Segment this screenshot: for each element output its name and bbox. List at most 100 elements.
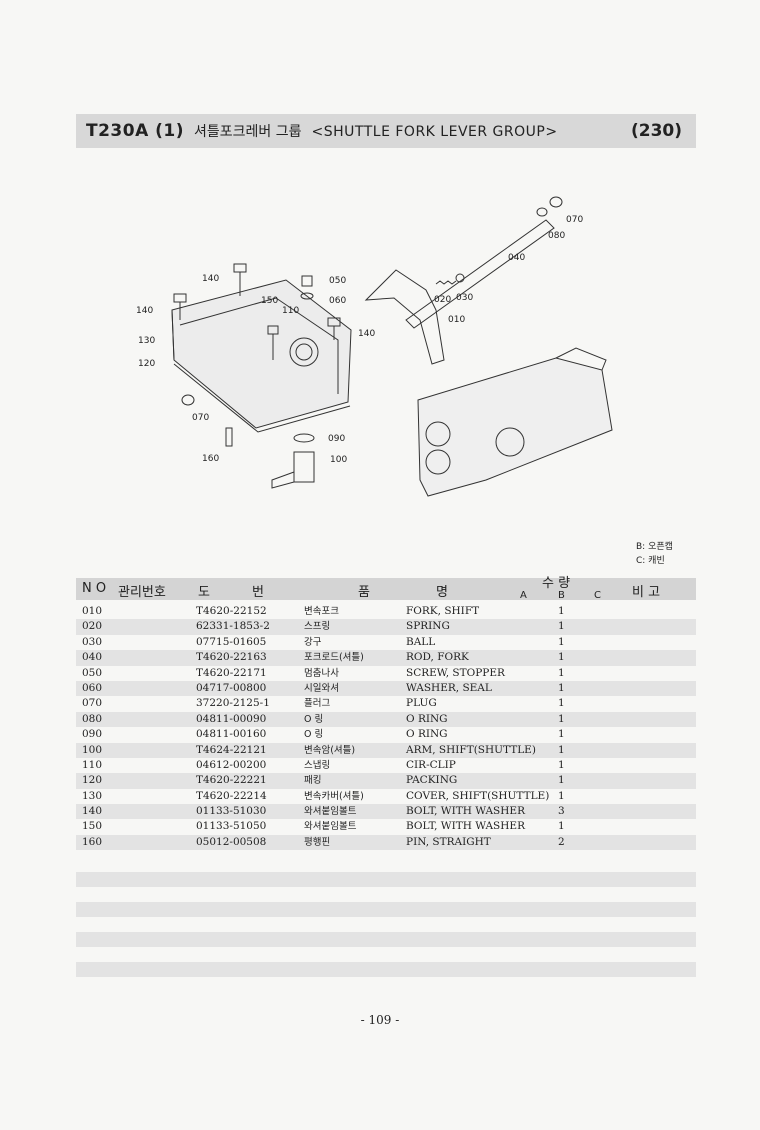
shift-fork-drawing: [364, 269, 445, 365]
header-drawing-2: 번: [252, 585, 264, 600]
row-name-ko: 스프링: [304, 621, 331, 633]
bolt-140-left-drawing: [173, 293, 187, 303]
row-name-en: ARM, SHIFT(SHUTTLE): [406, 743, 536, 756]
callout-label: 040: [508, 253, 525, 263]
row-part-no: T4620-22163: [196, 651, 267, 664]
row-name-ko: 패킹: [304, 775, 322, 787]
row-name-en: O RING: [406, 712, 448, 725]
row-name-en: BOLT, WITH WASHER: [406, 805, 525, 818]
row-part-no: 04612-00200: [196, 758, 267, 771]
row-name-ko: 변속암(셔틀): [304, 744, 356, 756]
row-name-en: FORK, SHIFT: [406, 605, 480, 617]
parts-diagram-svg: 070 080 040 050 060 020 030 010 140 150 …: [136, 196, 613, 497]
row-part-no: 62331-1853-2: [196, 620, 270, 633]
row-no: 080: [82, 712, 103, 725]
parts-table-header: N O 관리번호 도 번 품 명 수 량 A B C 비 고: [76, 576, 696, 601]
row-name-ko: O 링: [304, 729, 324, 741]
row-name-ko: 멈춤나사: [304, 667, 339, 679]
row-qty-b: 1: [558, 758, 565, 771]
callout-label: 120: [138, 359, 155, 369]
row-no: 150: [82, 820, 103, 833]
header-remarks: 비 고: [632, 585, 661, 600]
plug-left-drawing: [181, 394, 195, 406]
legend-c: C: 캐빈: [636, 556, 665, 566]
o-ring-080-drawing: [536, 207, 548, 217]
callout-label: 090: [328, 434, 345, 444]
row-name-ko: 플러그: [304, 698, 331, 710]
row-name-en: SPRING: [406, 620, 450, 633]
row-no: 060: [82, 681, 103, 694]
row-qty-b: 1: [558, 789, 565, 802]
callout-label: 060: [329, 296, 346, 306]
row-qty-b: 2: [558, 835, 565, 848]
table-row: 070 37220-2125-1 플러그 PLUG 1: [76, 696, 696, 711]
callout-label: 070: [566, 215, 583, 225]
row-qty-b: 1: [558, 666, 565, 679]
row-qty-b: 1: [558, 635, 565, 648]
row-no: 120: [82, 774, 103, 787]
row-part-no: T4624-22121: [196, 743, 267, 756]
row-qty-b: 1: [558, 743, 565, 756]
bolt-140-top-drawing: [233, 263, 247, 273]
header-name-1: 품: [358, 585, 370, 600]
row-part-no: 04811-00090: [196, 712, 267, 725]
header-qty-a: A: [520, 590, 527, 601]
callout-label: 010: [448, 315, 465, 325]
callout-label: 030: [456, 293, 473, 303]
callout-label: 050: [329, 276, 346, 286]
row-no: 050: [82, 666, 103, 679]
ball-drawing: [455, 273, 465, 283]
row-part-no: 04811-00160: [196, 728, 267, 741]
callout-label: 130: [138, 336, 155, 346]
row-name-en: COVER, SHIFT(SHUTTLE): [406, 789, 550, 802]
row-no: 140: [82, 805, 103, 818]
row-name-ko: 시일와셔: [304, 682, 339, 694]
row-no: 070: [82, 697, 103, 710]
row-qty-b: 1: [558, 651, 565, 664]
row-qty-b: 1: [558, 620, 565, 633]
callout-label: 140: [136, 306, 153, 316]
plug-right-drawing: [549, 196, 563, 208]
row-qty-b: 1: [558, 728, 565, 741]
row-no: 100: [82, 743, 103, 756]
row-name-ko: 포크로드(셔틀): [304, 652, 364, 664]
row-part-no: 01133-51050: [196, 820, 267, 833]
header-name-2: 명: [436, 585, 448, 600]
row-part-no: 01133-51030: [196, 805, 267, 818]
table-row: 100 T4624-22121 변속암(셔틀) ARM, SHIFT(SHUTTLE)…: [76, 742, 696, 758]
callout-label: 100: [330, 455, 347, 465]
row-part-no: 05012-00508: [196, 835, 267, 848]
row-part-no: T4620-22152: [196, 605, 267, 617]
row-qty-b: 1: [558, 697, 565, 710]
group-page-reference: (230): [630, 121, 682, 141]
o-ring-090-drawing: [293, 433, 315, 443]
row-name-en: BOLT, WITH WASHER: [406, 820, 525, 833]
row-name-en: PLUG: [406, 697, 437, 710]
row-name-en: PACKING: [406, 774, 458, 787]
row-name-en: ROD, FORK: [406, 651, 469, 664]
row-name-en: SCREW, STOPPER: [406, 666, 505, 679]
row-part-no: T4620-22214: [196, 789, 267, 802]
header-qty-c: C: [594, 590, 601, 601]
row-name-ko: 스냅링: [304, 759, 331, 771]
row-name-en: O RING: [406, 728, 448, 741]
fork-rod-drawing: [405, 219, 555, 329]
row-no: 030: [82, 635, 103, 648]
callout-label: 150: [261, 296, 278, 306]
row-name-en: CIR-CLIP: [406, 758, 456, 771]
header-drawing-1: 도: [198, 585, 210, 600]
row-part-no: 04717-00800: [196, 681, 267, 694]
group-title-korean: 셔틀포크레버 그룹: [194, 124, 302, 140]
row-qty-b: 3: [558, 805, 565, 818]
row-part-no: 37220-2125-1: [196, 697, 270, 710]
header-management-no: 관리번호: [118, 585, 166, 600]
straight-pin-drawing: [225, 427, 233, 447]
